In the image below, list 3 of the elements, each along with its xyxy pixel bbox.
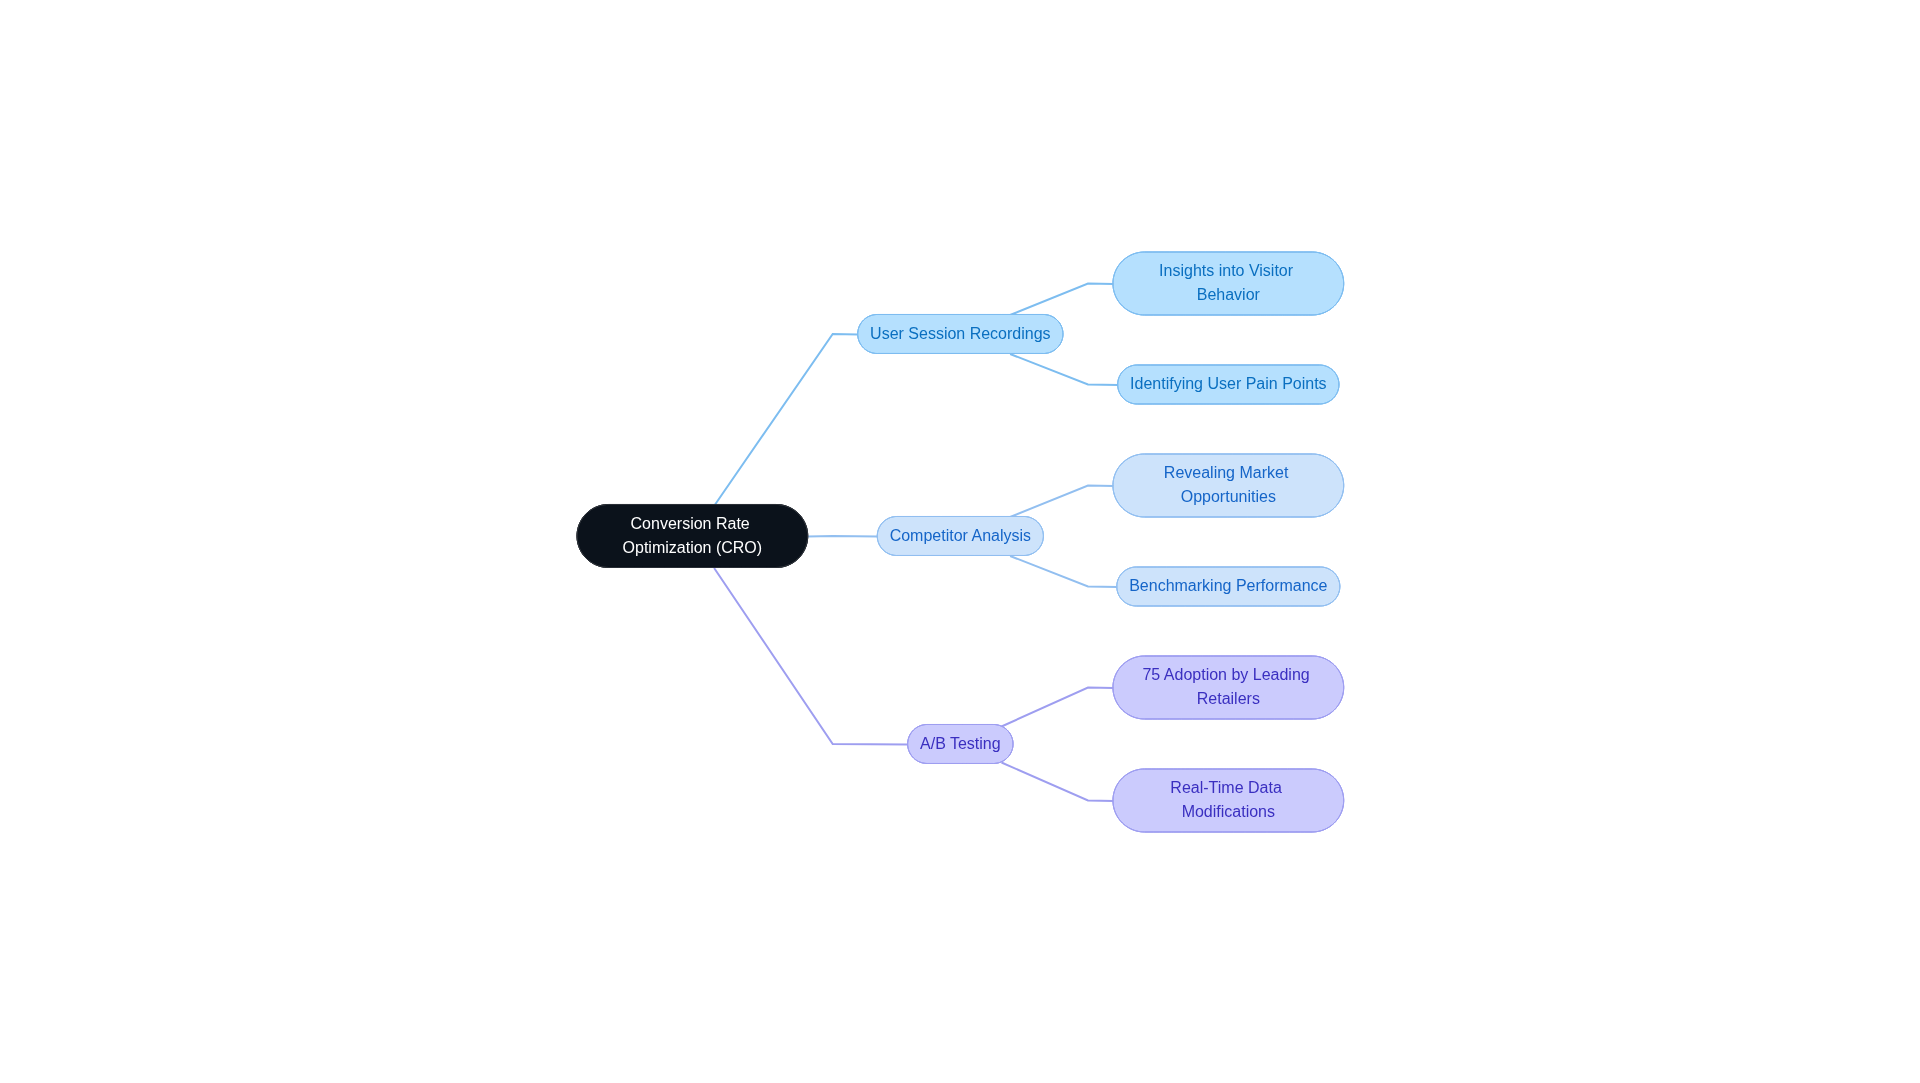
connector — [712, 566, 909, 745]
connector — [1008, 352, 1119, 386]
connector — [1008, 554, 1118, 588]
